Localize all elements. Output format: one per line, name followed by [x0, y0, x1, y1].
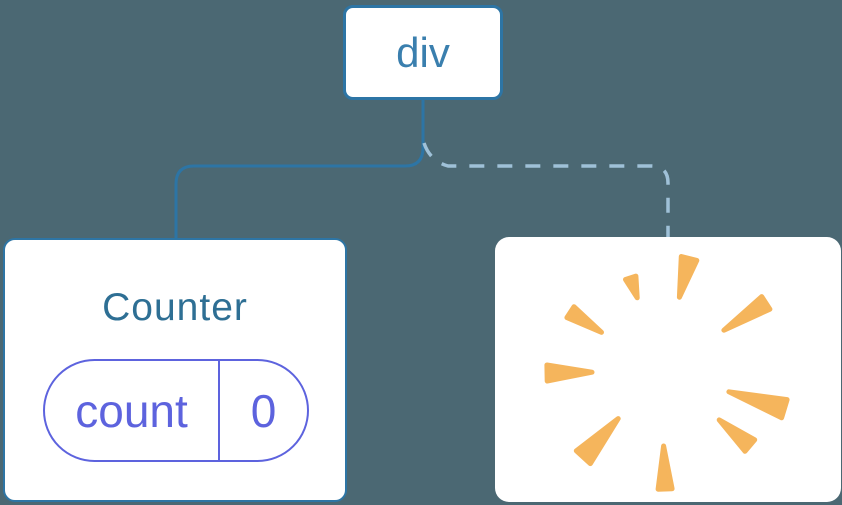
dom-node-div-label: div [396, 28, 450, 76]
state-value-cell: 0 [220, 361, 307, 460]
state-value-label: 0 [250, 384, 277, 437]
state-key-cell: count [45, 361, 220, 460]
poof-spike [676, 254, 700, 300]
removed-component-card [495, 237, 841, 502]
dom-node-div: div [343, 5, 503, 100]
poof-spike [573, 416, 621, 467]
poof-spike [544, 362, 595, 384]
poof-spike [623, 273, 640, 301]
poof-icon [544, 254, 790, 492]
counter-component-card: Counter count 0 [3, 238, 347, 502]
edge-solid-to-counter [174, 99, 425, 240]
edge-dashed-to-removed [422, 142, 670, 239]
poof-spike [716, 417, 758, 454]
poof-spike [721, 294, 773, 333]
poof-spike [564, 304, 604, 335]
poof-spike [655, 443, 675, 492]
state-pill: count 0 [43, 359, 309, 462]
state-key-label: count [75, 384, 188, 437]
poof-spike [726, 389, 790, 421]
component-title: Counter [102, 286, 248, 329]
